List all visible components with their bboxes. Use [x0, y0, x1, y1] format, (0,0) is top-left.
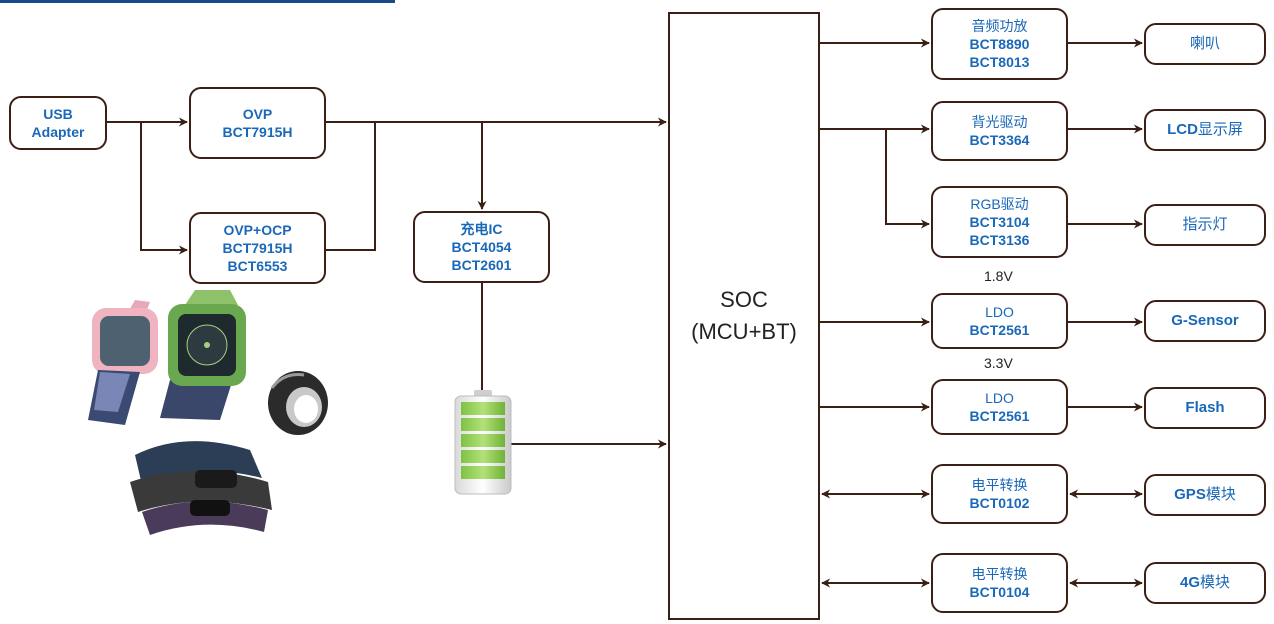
- usb-adapter-line1: USB: [43, 105, 73, 123]
- ls2-line1: 电平转换: [972, 565, 1028, 583]
- usb-adapter-box: USB Adapter: [9, 96, 107, 150]
- voltage-label-3v3: 3.3V: [984, 355, 1013, 371]
- ls1-line1: 电平转换: [972, 476, 1028, 494]
- rgb-line3: BCT3136: [970, 231, 1030, 249]
- indicator-light-box: 指示灯: [1144, 204, 1266, 246]
- rgb-line2: BCT3104: [970, 213, 1030, 231]
- g-sensor-bold: G-Sensor: [1171, 312, 1239, 329]
- backlight-driver-box: 背光驱动 BCT3364: [931, 101, 1068, 161]
- gps-module-box: GPS模块: [1144, 474, 1266, 516]
- lcd-bold: LCD: [1167, 121, 1198, 138]
- gps-label: 模块: [1206, 486, 1236, 503]
- speaker-box: 喇叭: [1144, 23, 1266, 65]
- ldo-3v3-box: LDO BCT2561: [931, 379, 1068, 435]
- ovp-ocp-line1: OVP+OCP: [223, 221, 291, 239]
- ovp-ocp-line2: BCT7915H: [222, 239, 292, 257]
- ls1-line2: BCT0102: [970, 494, 1030, 512]
- rgb-line1: RGB驱动: [970, 195, 1028, 213]
- ls2-line2: BCT0104: [970, 583, 1030, 601]
- gps-bold: GPS: [1174, 486, 1206, 503]
- flash-bold: Flash: [1185, 399, 1224, 416]
- wearable-devices-photo: [88, 290, 328, 535]
- speaker-label: 喇叭: [1190, 35, 1220, 52]
- backlight-line1: 背光驱动: [972, 113, 1028, 131]
- ovp-line2: BCT7915H: [222, 123, 292, 141]
- lcd-label: 显示屏: [1198, 121, 1243, 138]
- charger-ic-line3: BCT2601: [452, 256, 512, 274]
- flash-box: Flash: [1144, 387, 1266, 429]
- rgb-driver-box: RGB驱动 BCT3104 BCT3136: [931, 186, 1068, 258]
- ovp-line1: OVP: [243, 105, 273, 123]
- ovp-box: OVP BCT7915H: [189, 87, 326, 159]
- charger-ic-line2: BCT4054: [452, 238, 512, 256]
- usb-adapter-line2: Adapter: [32, 123, 85, 141]
- ovp-ocp-box: OVP+OCP BCT7915H BCT6553: [189, 212, 326, 284]
- 4g-module-box: 4G模块: [1144, 562, 1266, 604]
- ldo2-line1: LDO: [985, 389, 1014, 407]
- soc-line2: (MCU+BT): [691, 316, 797, 348]
- ldo1-line1: LDO: [985, 303, 1014, 321]
- charger-ic-box: 充电IC BCT4054 BCT2601: [413, 211, 550, 283]
- ldo-1v8-box: LDO BCT2561: [931, 293, 1068, 349]
- charger-ic-line1: 充电IC: [461, 220, 503, 238]
- ldo1-line2: BCT2561: [970, 321, 1030, 339]
- ldo2-line2: BCT2561: [970, 407, 1030, 425]
- g-sensor-box: G-Sensor: [1144, 300, 1266, 342]
- indicator-label: 指示灯: [1182, 216, 1227, 233]
- soc-block: SOC (MCU+BT): [668, 12, 820, 620]
- soc-line1: SOC: [720, 284, 768, 316]
- audio-amp-box: 音频功放 BCT8890 BCT8013: [931, 8, 1068, 80]
- audio-amp-line3: BCT8013: [970, 53, 1030, 71]
- audio-amp-line2: BCT8890: [970, 35, 1030, 53]
- battery-icon: [455, 390, 511, 494]
- 4g-bold: 4G: [1180, 574, 1200, 591]
- level-shifter-gps-box: 电平转换 BCT0102: [931, 464, 1068, 524]
- ovp-ocp-line3: BCT6553: [228, 257, 288, 275]
- lcd-display-box: LCD显示屏: [1144, 109, 1266, 151]
- 4g-label: 模块: [1200, 574, 1230, 591]
- backlight-line2: BCT3364: [970, 131, 1030, 149]
- level-shifter-4g-box: 电平转换 BCT0104: [931, 553, 1068, 613]
- audio-amp-line1: 音频功放: [972, 17, 1028, 35]
- voltage-label-1v8: 1.8V: [984, 268, 1013, 284]
